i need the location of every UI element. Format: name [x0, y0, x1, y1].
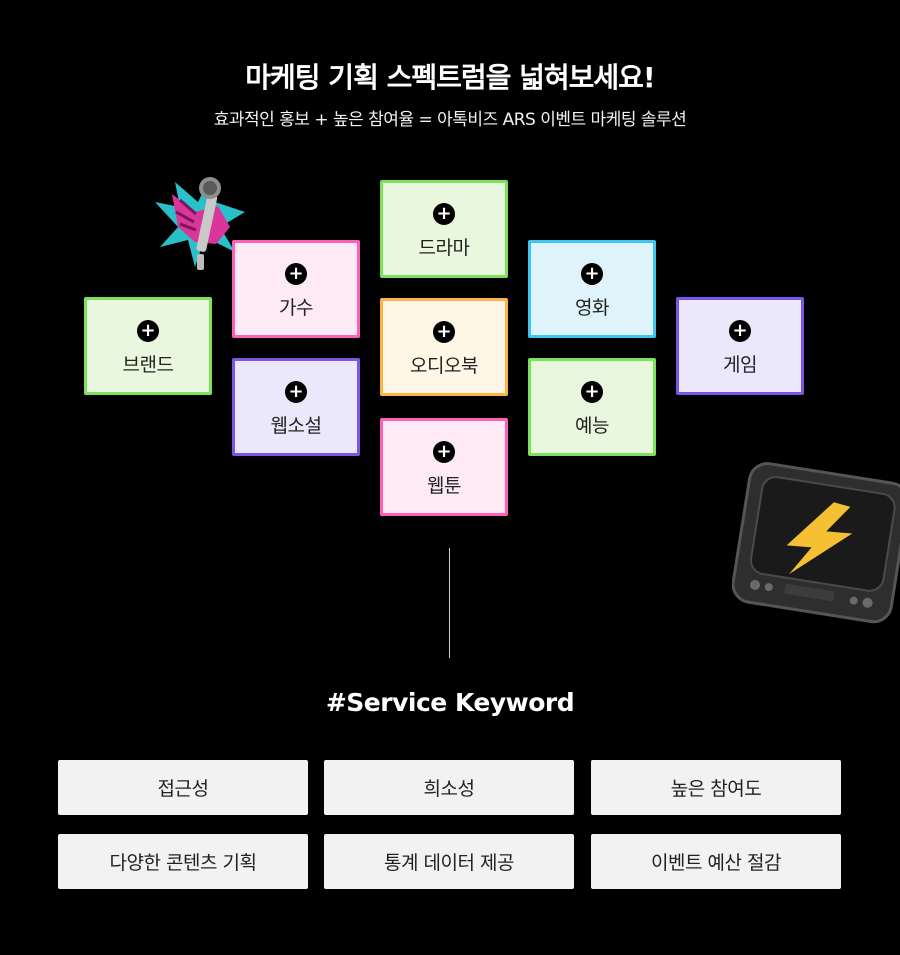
- category-tile-label: 웹소설: [270, 415, 322, 437]
- category-tile-singer[interactable]: + 가수: [232, 240, 360, 338]
- plus-icon: +: [137, 320, 159, 342]
- page-subheadline: 효과적인 홍보 + 높은 참여율 = 아톡비즈 ARS 이벤트 마케팅 솔루션: [213, 110, 687, 130]
- plus-icon: +: [729, 320, 751, 342]
- category-tile-movie[interactable]: + 영화: [528, 240, 656, 338]
- category-tile-audiobook[interactable]: + 오디오북: [380, 298, 508, 396]
- plus-icon: +: [581, 263, 603, 285]
- category-tile-label: 브랜드: [122, 354, 174, 376]
- plus-icon: +: [433, 203, 455, 225]
- category-tile-webnovel[interactable]: + 웹소설: [232, 358, 360, 456]
- category-tile-label: 영화: [575, 297, 609, 319]
- keyword-accessibility: 접근성: [58, 760, 308, 815]
- plus-icon: +: [433, 321, 455, 343]
- category-tile-label: 오디오북: [410, 355, 478, 377]
- category-tile-variety[interactable]: + 예능: [528, 358, 656, 456]
- category-tile-brand[interactable]: + 브랜드: [84, 297, 212, 395]
- keyword-scarcity: 희소성: [324, 760, 574, 815]
- keyword-diverse-content: 다양한 콘텐츠 기획: [58, 834, 308, 889]
- plus-icon: +: [285, 381, 307, 403]
- service-keyword-title: #Service Keyword: [325, 688, 575, 717]
- plus-icon: +: [285, 263, 307, 285]
- category-tile-label: 예능: [575, 415, 609, 437]
- category-tile-webtoon[interactable]: + 웹툰: [380, 418, 508, 516]
- microphone-hand-icon: [155, 177, 245, 270]
- keyword-budget-saving: 이벤트 예산 절감: [591, 834, 841, 889]
- category-tile-label: 웹툰: [427, 475, 461, 497]
- category-tile-drama[interactable]: + 드라마: [380, 180, 508, 278]
- plus-icon: +: [581, 381, 603, 403]
- page-headline: 마케팅 기획 스펙트럼을 넓혀보세요!: [245, 61, 655, 94]
- retro-tv-lightning-icon: [732, 462, 900, 624]
- category-tile-label: 드라마: [418, 237, 470, 259]
- category-tile-label: 가수: [279, 297, 313, 319]
- category-tile-game[interactable]: + 게임: [676, 297, 804, 395]
- vertical-divider: [449, 548, 450, 658]
- keyword-statistics: 통계 데이터 제공: [324, 834, 574, 889]
- keyword-high-engagement: 높은 참여도: [591, 760, 841, 815]
- category-tile-label: 게임: [723, 354, 757, 376]
- plus-icon: +: [433, 441, 455, 463]
